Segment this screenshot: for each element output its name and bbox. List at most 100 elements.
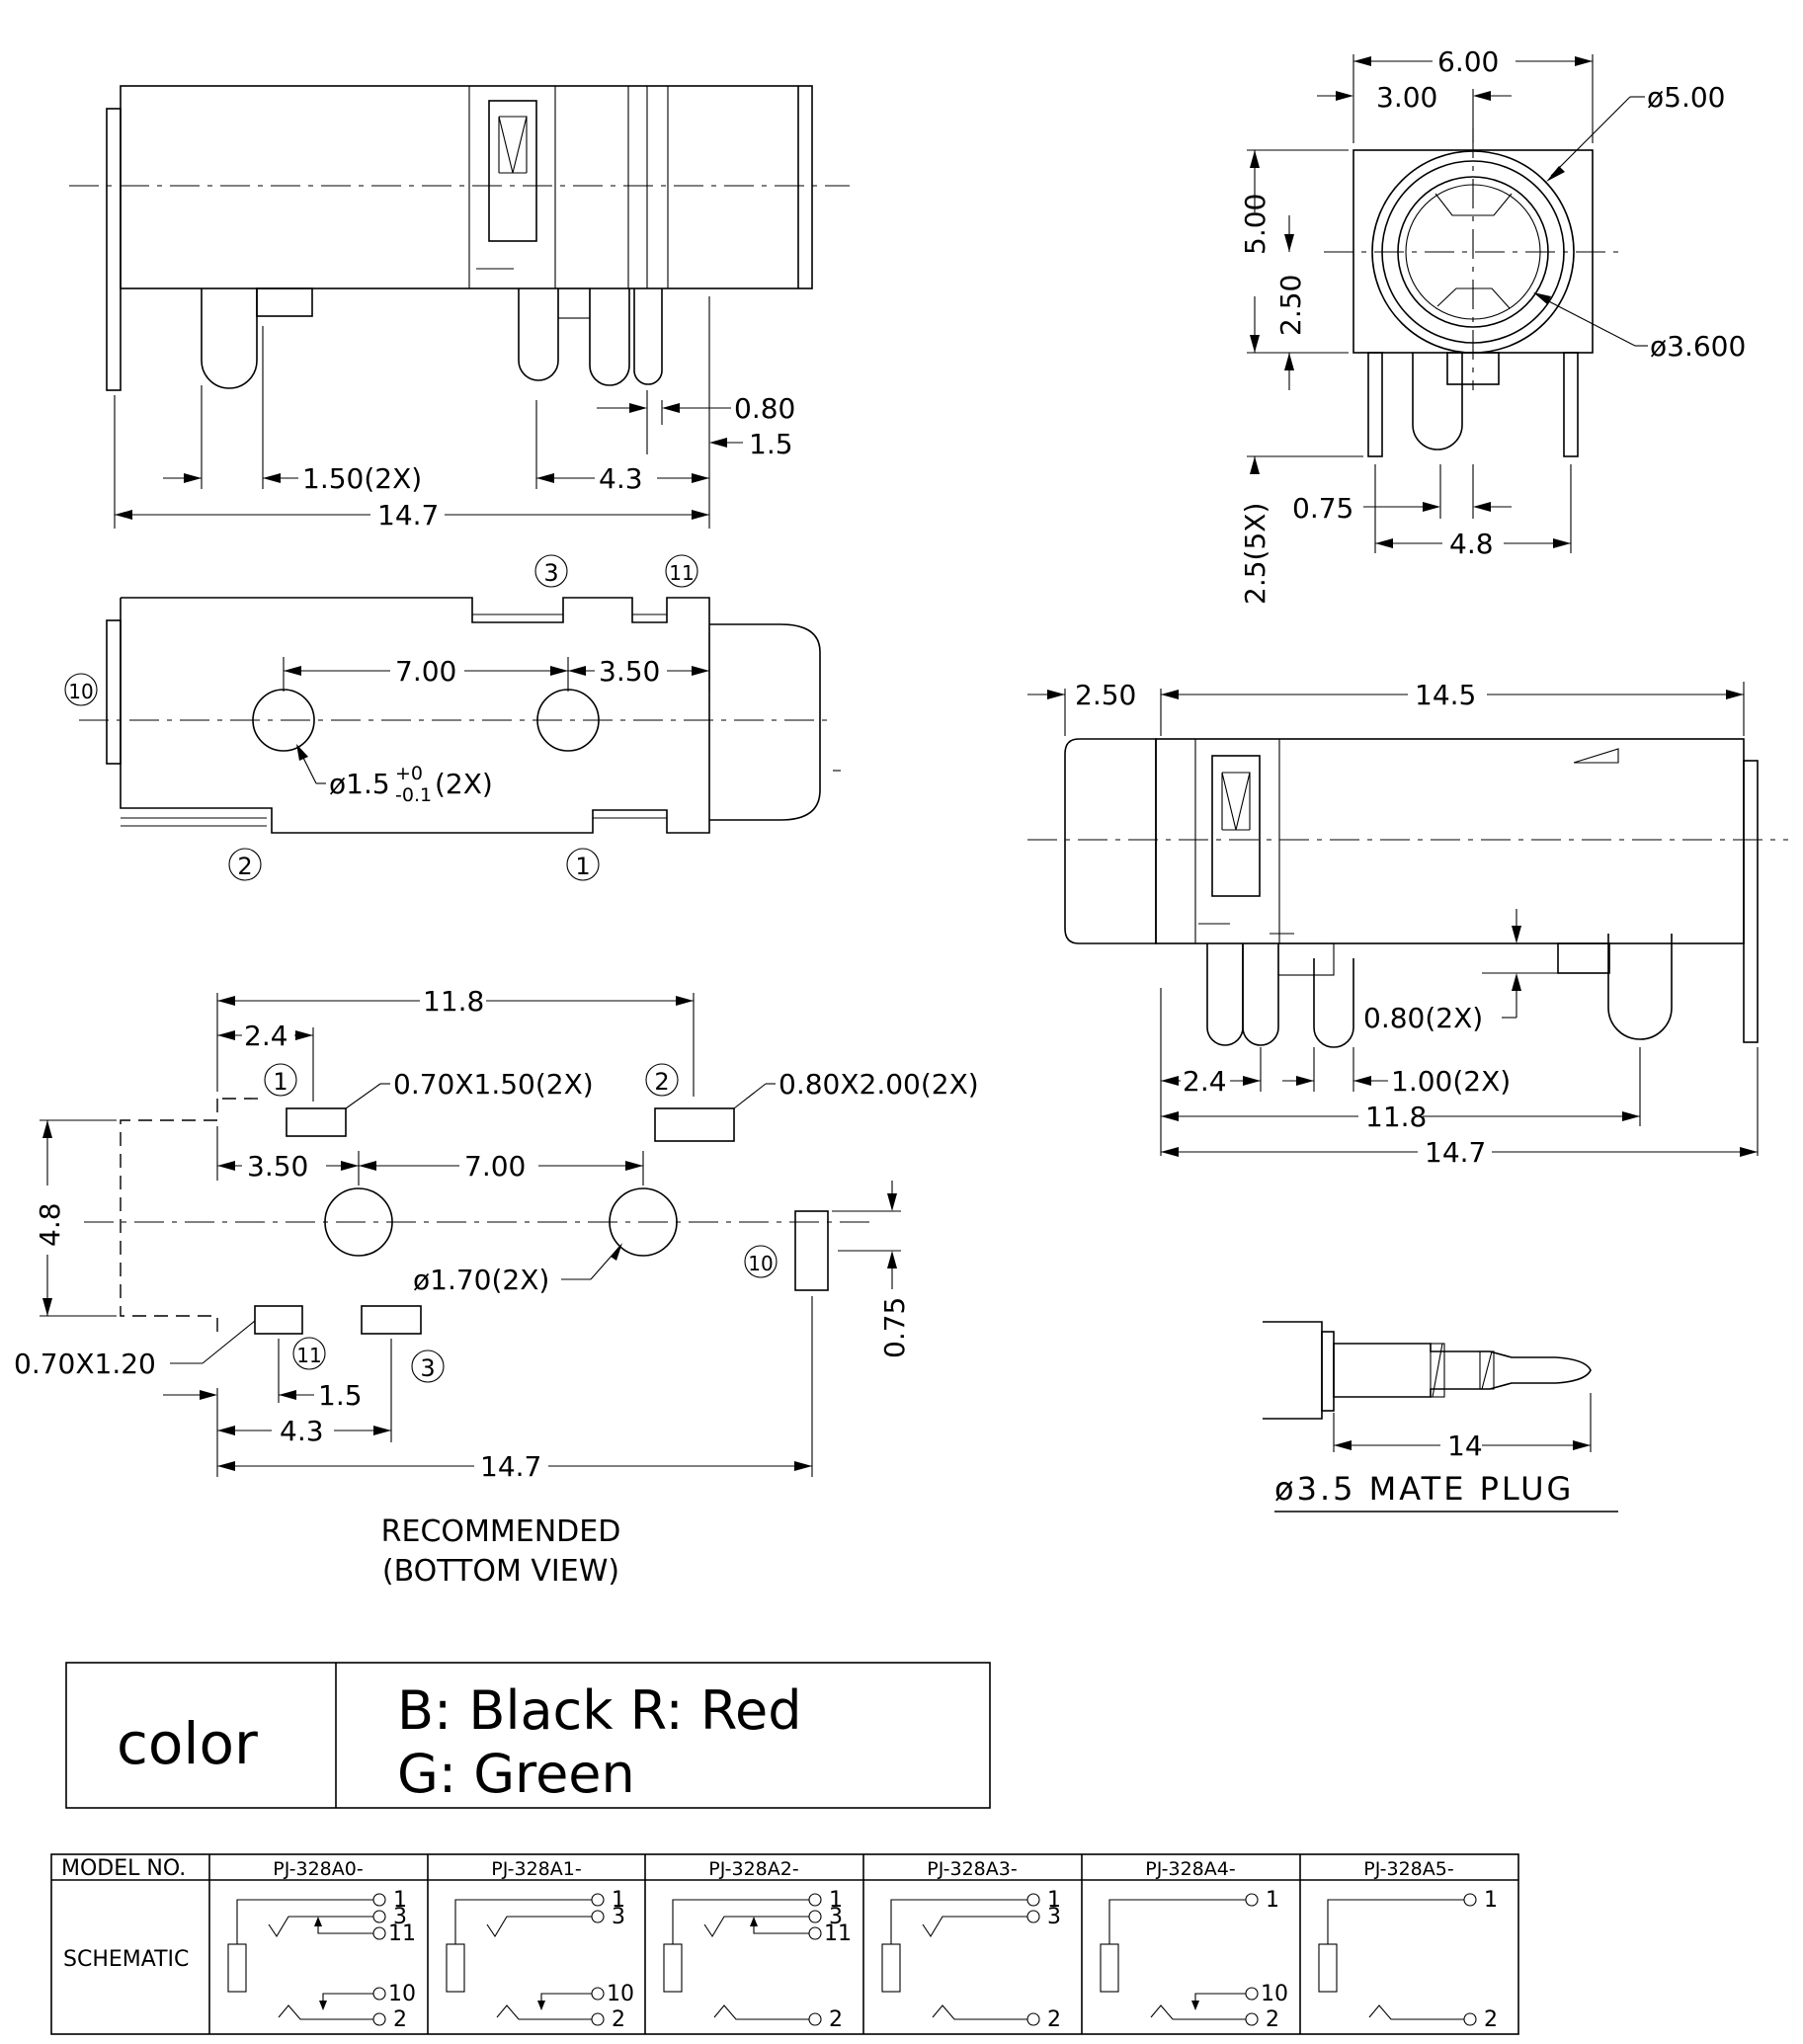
a3-pin-2: 2	[1047, 2007, 1061, 2032]
top-pin-3: 3	[543, 559, 558, 587]
end-dim-4-8: 4.8	[1449, 528, 1494, 560]
end-dim-3-00: 3.00	[1376, 81, 1437, 114]
a4-pin-2: 2	[1266, 2007, 1279, 2032]
side-view: 2.50 14.5 0.80(2X) 2.4 1.00(2X)	[1027, 679, 1788, 1169]
color-box: color B: Black R: Red G: Green	[65, 1662, 991, 1809]
fp-dim-1-5: 1.5	[318, 1379, 363, 1412]
model-name-a1: PJ-328A1-	[491, 1858, 581, 1880]
end-dim-6-00: 6.00	[1437, 45, 1499, 78]
a3-pin-1: 1	[1047, 1888, 1061, 1913]
footprint-caption-line2: (BOTTOM VIEW)	[382, 1554, 619, 1589]
fp-dim-0-70x1-20: 0.70X1.20	[14, 1348, 156, 1380]
schematic-a4: 1 10 2	[1100, 1888, 1288, 2032]
color-line2: G: Green	[397, 1743, 635, 1805]
side-dim-0-80-2x: 0.80(2X)	[1363, 1002, 1483, 1034]
schematic-a2: 1 3 11 2	[663, 1888, 852, 2032]
end-dim-2-50: 2.50	[1274, 275, 1307, 336]
top-dim-7-00: 7.00	[395, 655, 456, 688]
top-dim-dia-1-5: ø1.5	[329, 768, 390, 800]
a2-pin-3: 3	[829, 1905, 843, 1929]
a2-pin-11: 11	[824, 1921, 852, 1946]
schematic-a5: 1 2	[1318, 1888, 1498, 2032]
schematic-a3: 1 3 2	[881, 1888, 1061, 2032]
a0-pin-10: 10	[388, 1982, 416, 2006]
a1-pin-3: 3	[612, 1905, 625, 1929]
a0-pin-1: 1	[393, 1888, 407, 1913]
a1-pin-10: 10	[607, 1982, 634, 2006]
a1-pin-1: 1	[612, 1888, 625, 1913]
front-dim-1-50-2x: 1.50(2X)	[302, 462, 422, 495]
plug-dim-14: 14	[1447, 1430, 1483, 1462]
end-dim-0-75: 0.75	[1292, 492, 1353, 525]
end-dim-5-00: 5.00	[1239, 194, 1271, 255]
a0-pin-2: 2	[393, 2007, 407, 2032]
end-dim-dia-3-600: ø3.600	[1650, 330, 1746, 363]
a2-pin-2: 2	[829, 2007, 843, 2032]
top-dim-2x: (2X)	[435, 768, 493, 800]
top-pin-11: 11	[669, 561, 694, 585]
top-dim-tol-lower: -0.1	[395, 784, 432, 806]
model-name-a3: PJ-328A3-	[927, 1858, 1017, 1880]
top-dim-3-50: 3.50	[599, 655, 660, 688]
fp-pin-11: 11	[296, 1344, 321, 1367]
mate-plug-label: ø3.5 MATE PLUG	[1274, 1470, 1574, 1508]
table-header-label: MODEL NO.	[61, 1856, 186, 1881]
fp-dim-14-7: 14.7	[480, 1450, 541, 1483]
pad-1	[286, 1107, 347, 1137]
end-dim-dia-5-00: ø5.00	[1647, 81, 1725, 114]
pad-10	[794, 1210, 829, 1291]
a4-pin-1: 1	[1266, 1888, 1279, 1913]
a4-pin-10: 10	[1261, 1982, 1288, 2006]
end-dim-2-5-5x: 2.5(5X)	[1239, 503, 1271, 605]
pad-3	[361, 1305, 422, 1335]
model-name-a5: PJ-328A5-	[1363, 1858, 1453, 1880]
a5-pin-1: 1	[1484, 1888, 1498, 1913]
front-dim-4-3: 4.3	[599, 462, 643, 495]
side-dim-14-7: 14.7	[1425, 1136, 1486, 1169]
model-name-a2: PJ-328A2-	[708, 1858, 798, 1880]
fp-dim-4-3: 4.3	[280, 1415, 324, 1447]
pad-11	[254, 1305, 303, 1335]
top-view: 7.00 3.50 ø1.5 +0 -0.1 (2X) 3 11 10 2 1	[64, 554, 841, 881]
model-name-a4: PJ-328A4-	[1145, 1858, 1235, 1880]
end-view: 6.00 3.00 ø5.00 ø3.600 5.00 2.50	[1239, 45, 1746, 605]
front-dim-0-80: 0.80	[734, 392, 795, 425]
top-pin-10: 10	[68, 680, 93, 703]
front-dim-1-5: 1.5	[749, 428, 793, 460]
fp-dim-0-70x1-50: 0.70X1.50(2X)	[393, 1068, 594, 1101]
pad-2	[654, 1107, 735, 1142]
fp-pin-10: 10	[748, 1252, 773, 1275]
side-dim-11-8: 11.8	[1365, 1101, 1427, 1133]
front-dim-14-7: 14.7	[377, 499, 439, 531]
schematic-a0: 1 3 11 10 2	[227, 1888, 416, 2032]
footprint-view: 11.8 2.4 0.70X1.50(2X) 0.80X2.00(2X) 1 2…	[14, 985, 979, 1589]
color-line1: B: Black R: Red	[397, 1679, 801, 1742]
mate-plug: 14 ø3.5 MATE PLUG	[1263, 1321, 1618, 1513]
fp-dim-2-4: 2.4	[244, 1020, 288, 1052]
top-pin-1: 1	[575, 853, 590, 880]
side-dim-14-5: 14.5	[1415, 679, 1476, 711]
fp-pin-1: 1	[273, 1068, 287, 1096]
top-dim-tol-upper: +0	[395, 763, 423, 784]
fp-dim-0-75: 0.75	[878, 1297, 911, 1358]
model-table: MODEL NO. SCHEMATIC PJ-328A0- PJ-328A1- …	[50, 1853, 1519, 2035]
fp-pin-2: 2	[654, 1068, 669, 1096]
table-row-label: SCHEMATIC	[63, 1947, 189, 1972]
front-view: 0.80 1.5 1.50(2X) 4.3 14.7	[69, 85, 850, 531]
a0-pin-3: 3	[393, 1905, 407, 1929]
a2-pin-1: 1	[829, 1888, 843, 1913]
fp-dim-dia-1-70: ø1.70(2X)	[413, 1264, 549, 1296]
fp-dim-3-50: 3.50	[247, 1150, 308, 1183]
model-name-a0: PJ-328A0-	[273, 1858, 363, 1880]
schematic-a1: 1 3 10 2	[446, 1888, 634, 2032]
fp-dim-0-80x2-00: 0.80X2.00(2X)	[779, 1068, 979, 1101]
fp-dim-4-8: 4.8	[34, 1202, 66, 1247]
fp-dim-7-00: 7.00	[464, 1150, 526, 1183]
fp-dim-11-8: 11.8	[423, 985, 484, 1018]
a5-pin-2: 2	[1484, 2007, 1498, 2032]
a1-pin-2: 2	[612, 2007, 625, 2032]
top-pin-2: 2	[237, 853, 252, 880]
a0-pin-11: 11	[388, 1921, 416, 1946]
fp-pin-3: 3	[420, 1354, 435, 1382]
